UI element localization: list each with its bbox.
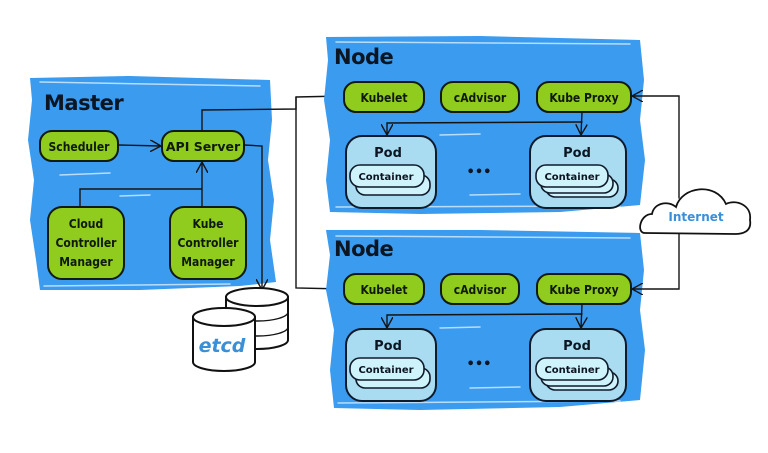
scheduler-component[interactable]: Scheduler	[39, 130, 119, 162]
node-2-kube-proxy[interactable]: Kube Proxy	[536, 273, 632, 305]
pod-label: Pod	[374, 146, 402, 161]
kube-proxy-to-pod-arrow	[387, 313, 583, 328]
panel-streak	[119, 194, 151, 197]
internet-to-kube-proxy-2-arrow	[632, 233, 680, 289]
more-pods-ellipsis: •••	[467, 165, 492, 180]
kube-controller-manager-line-2: Controller	[178, 236, 240, 250]
pod-label: Pod	[563, 339, 591, 354]
container-label: Container	[358, 365, 413, 376]
panel-streak	[39, 81, 261, 87]
kube-proxy-to-pod-arrow	[581, 111, 582, 135]
container-box	[349, 357, 425, 381]
kube-controller-manager-line-3: Manager	[181, 255, 235, 269]
scheduler-to-api-server-arrow	[117, 145, 161, 146]
node-1-title: Node	[334, 45, 394, 69]
kube-proxy-to-pod-arrow	[387, 121, 583, 135]
etcd-cylinder-front	[192, 307, 256, 372]
panel-streak	[59, 172, 111, 176]
more-pods-ellipsis: •••	[467, 357, 492, 372]
node-2-kubelet[interactable]: Kubelet	[343, 273, 425, 305]
cloud-controller-manager-line-3: Manager	[59, 255, 113, 269]
cloud-controller-manager-line-2: Controller	[56, 236, 118, 250]
cloud-controller-to-api-server-line	[79, 188, 202, 207]
master-title: Master	[44, 91, 124, 115]
node-1-kube-proxy[interactable]: Kube Proxy	[536, 81, 632, 113]
container-label: Container	[358, 172, 413, 183]
node-2-cadvisor[interactable]: cAdvisor	[440, 273, 520, 305]
pod-label: Pod	[374, 339, 402, 354]
master-panel: Master Scheduler API Server Cloud Contro…	[28, 76, 276, 290]
kubelet-label: Kubelet	[360, 283, 407, 297]
panel-streak	[439, 133, 481, 136]
cloud-controller-manager-line-1: Cloud	[69, 217, 103, 231]
internet-cloud[interactable]: Internet	[639, 188, 752, 235]
pod-label: Pod	[563, 146, 591, 161]
node-2-pod-2[interactable]: Pod Container	[529, 328, 627, 402]
container-box	[349, 164, 425, 188]
container-box	[535, 357, 609, 381]
node-1-pod-1[interactable]: Pod Container	[345, 135, 437, 209]
node-2-pod-1[interactable]: Pod Container	[345, 328, 437, 402]
scheduler-label: Scheduler	[49, 140, 111, 154]
kube-controller-manager-component[interactable]: Kube Controller Manager	[169, 206, 247, 280]
panel-streak	[439, 326, 481, 329]
cloud-icon	[639, 188, 752, 235]
cadvisor-label: cAdvisor	[454, 283, 507, 297]
cloud-controller-manager-component[interactable]: Cloud Controller Manager	[47, 206, 125, 280]
kube-proxy-label: Kube Proxy	[549, 91, 618, 105]
node-2-title: Node	[334, 237, 394, 261]
panel-streak	[469, 193, 521, 196]
kube-proxy-to-pod-arrow	[581, 303, 582, 328]
api-server-to-etcd-arrow	[243, 144, 262, 290]
container-label: Container	[544, 365, 599, 376]
internet-to-kube-proxy-1-arrow	[632, 96, 680, 199]
etcd-label: etcd	[199, 335, 246, 357]
node-1-pod-2[interactable]: Pod Container	[529, 135, 627, 209]
panel-streak	[335, 41, 631, 45]
kube-proxy-label: Kube Proxy	[549, 283, 618, 297]
cadvisor-label: cAdvisor	[454, 91, 507, 105]
container-label: Container	[544, 172, 599, 183]
node-panel-1: Node Kubelet cAdvisor Kube Proxy Pod Con…	[324, 36, 645, 214]
api-server-label: API Server	[166, 139, 241, 154]
kube-controller-manager-line-1: Kube	[193, 217, 224, 231]
panel-streak	[335, 235, 631, 239]
panel-streak	[43, 283, 231, 287]
node-panel-2: Node Kubelet cAdvisor Kube Proxy Pod Con…	[326, 230, 645, 410]
panel-streak	[469, 386, 521, 389]
node-1-cadvisor[interactable]: cAdvisor	[440, 81, 520, 113]
api-server-component[interactable]: API Server	[161, 130, 245, 162]
node-1-kubelet[interactable]: Kubelet	[343, 81, 425, 113]
internet-label: Internet	[668, 210, 723, 224]
container-box	[535, 164, 609, 188]
kubelet-label: Kubelet	[360, 91, 407, 105]
etcd-database[interactable]: etcd	[192, 287, 289, 372]
